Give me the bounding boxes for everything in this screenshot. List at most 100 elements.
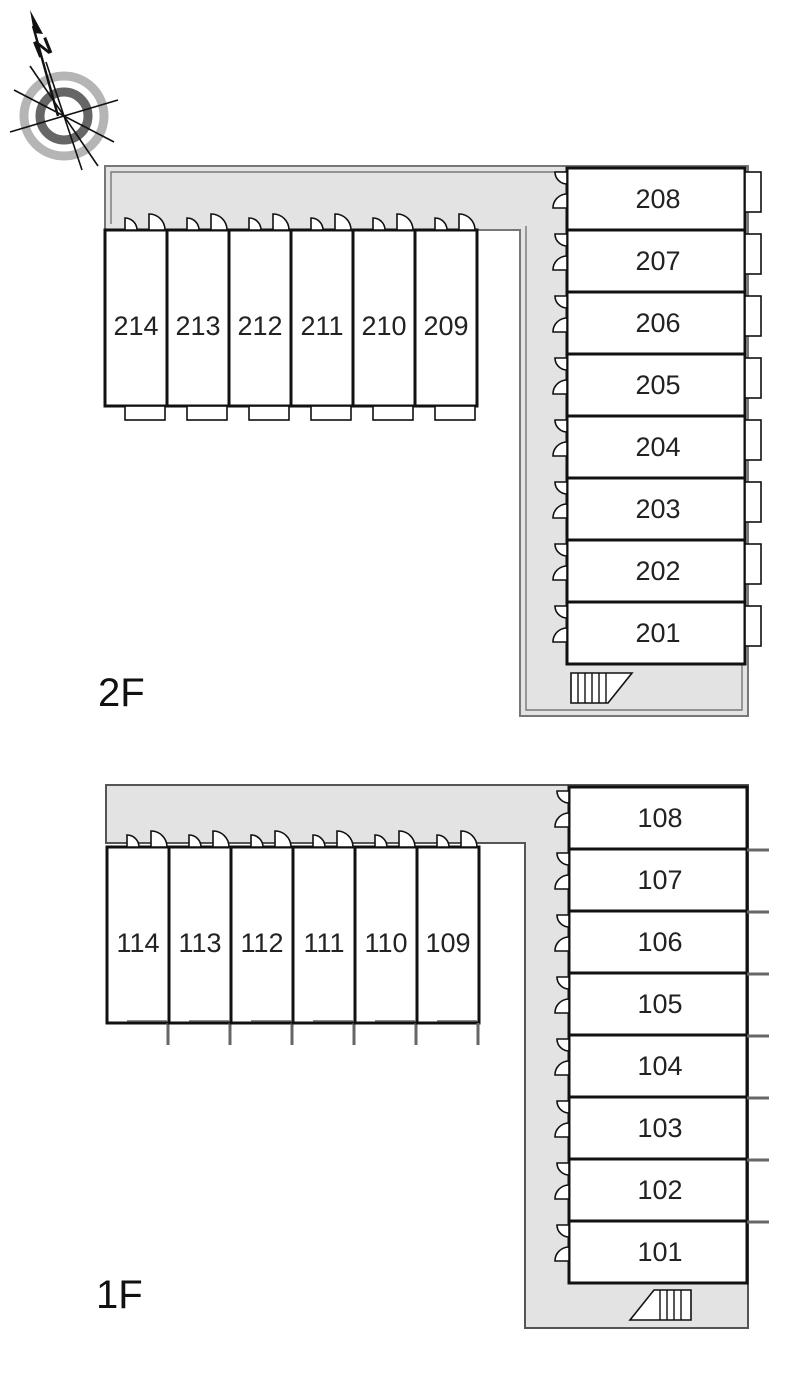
unit-106: 106: [554, 909, 769, 975]
door-icon: [336, 830, 354, 848]
unit-214: 214: [103, 213, 169, 421]
unit-number: 208: [635, 184, 680, 214]
door-icon: [460, 830, 478, 848]
unit-number: 111: [303, 928, 344, 958]
door-icon: [310, 217, 324, 231]
unit-number: 106: [637, 927, 682, 957]
door-icon: [556, 1162, 570, 1176]
unit-207: 207: [552, 228, 762, 294]
unit-108: 108: [554, 785, 749, 851]
unit-number: 113: [178, 928, 221, 958]
unit-number: 114: [116, 928, 159, 958]
door-icon: [458, 213, 476, 231]
unit-number: 209: [423, 311, 468, 341]
balcony: [744, 233, 762, 275]
unit-212: 212: [227, 213, 293, 421]
unit-number: 212: [237, 311, 282, 341]
door-icon: [434, 217, 448, 231]
door-icon: [554, 295, 568, 309]
door-icon: [150, 830, 168, 848]
door-icon: [556, 1038, 570, 1052]
unit-number: 207: [635, 246, 680, 276]
unit-column-2f: 208 207 206 205 204 203 202 201: [552, 166, 762, 666]
door-icon: [556, 976, 570, 990]
unit-103: 103: [554, 1095, 769, 1161]
balcony: [124, 405, 166, 421]
unit-number: 210: [361, 311, 406, 341]
unit-number: 105: [637, 989, 682, 1019]
door-icon: [556, 852, 570, 866]
door-icon: [248, 217, 262, 231]
compass-rose-icon: N: [9, 10, 119, 171]
stairs-icon: [570, 672, 634, 704]
unit-203: 203: [552, 476, 762, 542]
unit-210: 210: [351, 213, 417, 421]
door-icon: [556, 1100, 570, 1114]
unit-213: 213: [165, 213, 231, 421]
unit-number: 203: [635, 494, 680, 524]
door-icon: [212, 830, 230, 848]
door-icon: [554, 936, 570, 952]
unit-211: 211: [289, 213, 355, 421]
unit-number: 104: [637, 1051, 682, 1081]
door-icon: [274, 830, 292, 848]
door-icon: [436, 834, 450, 848]
unit-number: 109: [425, 928, 470, 958]
door-icon: [272, 213, 290, 231]
balcony: [744, 419, 762, 461]
balcony: [744, 543, 762, 585]
unit-202: 202: [552, 538, 762, 604]
door-icon: [554, 233, 568, 247]
unit-206: 206: [552, 290, 762, 356]
balcony: [310, 405, 352, 421]
unit-number: 101: [637, 1237, 682, 1267]
door-icon: [554, 1184, 570, 1200]
door-icon: [554, 1060, 570, 1076]
door-icon: [124, 217, 138, 231]
door-icon: [186, 217, 200, 231]
unit-104: 104: [554, 1033, 769, 1099]
door-icon: [148, 213, 166, 231]
unit-111: 111: [291, 830, 357, 1045]
door-icon: [554, 605, 568, 619]
door-icon: [554, 171, 568, 185]
door-icon: [554, 543, 568, 557]
door-icon: [552, 379, 568, 395]
floor-label-2f: 2F: [98, 671, 145, 715]
door-icon: [372, 217, 386, 231]
unit-number: 202: [635, 556, 680, 586]
door-icon: [552, 193, 568, 209]
unit-number: 107: [637, 865, 682, 895]
unit-105: 105: [554, 971, 769, 1037]
unit-number: 214: [113, 311, 158, 341]
unit-row-1f: 114 113 112 111 110 109: [105, 830, 481, 1045]
unit-number: 205: [635, 370, 680, 400]
door-icon: [552, 565, 568, 581]
door-icon: [554, 998, 570, 1014]
unit-number: 204: [635, 432, 680, 462]
door-icon: [554, 419, 568, 433]
unit-209: 209: [413, 213, 479, 421]
door-icon: [552, 317, 568, 333]
unit-204: 204: [552, 414, 762, 480]
unit-112: 112: [229, 830, 295, 1045]
unit-201: 201: [552, 600, 762, 666]
unit-114: 114: [105, 830, 171, 1045]
balcony: [744, 295, 762, 337]
door-icon: [554, 874, 570, 890]
door-icon: [250, 834, 264, 848]
unit-101: 101: [554, 1219, 769, 1285]
door-icon: [398, 830, 416, 848]
balcony: [372, 405, 414, 421]
unit-number: 110: [364, 928, 407, 958]
unit-number: 211: [300, 311, 343, 341]
unit-107: 107: [554, 847, 769, 913]
unit-number: 206: [635, 308, 680, 338]
balcony: [434, 405, 476, 421]
door-icon: [188, 834, 202, 848]
compass-north-label: N: [30, 32, 56, 64]
balcony: [744, 171, 762, 213]
stairs-icon: [628, 1289, 692, 1321]
